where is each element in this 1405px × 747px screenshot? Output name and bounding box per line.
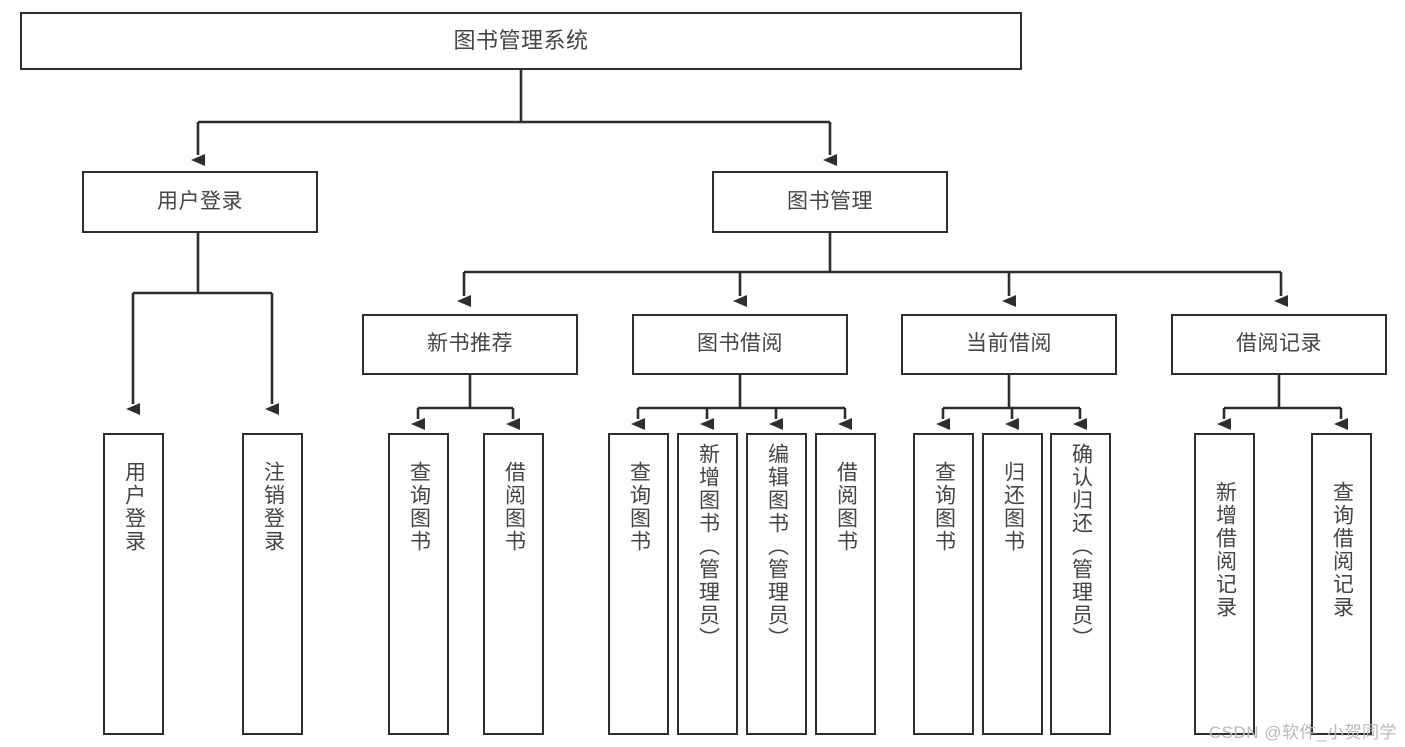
leaf-records-query-record[interactable]: 查询借阅记录 bbox=[1311, 433, 1372, 735]
node-label: 新增借阅记录 bbox=[1213, 481, 1237, 619]
node-new-book-recommend[interactable]: 新书推荐 bbox=[362, 314, 578, 375]
node-current-borrow[interactable]: 当前借阅 bbox=[901, 314, 1117, 375]
node-book-borrow[interactable]: 图书借阅 bbox=[632, 314, 848, 375]
node-label: 编辑图书（管理员） bbox=[765, 443, 789, 650]
leaf-current-query-book[interactable]: 查询图书 bbox=[913, 433, 974, 735]
leaf-user-login-logout[interactable]: 注销登录 bbox=[242, 433, 303, 735]
leaf-current-confirm-return-admin[interactable]: 确认归还（管理员） bbox=[1050, 433, 1111, 735]
leaf-user-login-login[interactable]: 用户登录 bbox=[103, 433, 164, 735]
node-borrow-records[interactable]: 借阅记录 bbox=[1171, 314, 1387, 375]
node-label: 图书管理系统 bbox=[453, 28, 589, 54]
node-label: 归还图书 bbox=[1001, 461, 1025, 553]
node-label: 借阅图书 bbox=[834, 461, 858, 553]
leaf-records-add-record[interactable]: 新增借阅记录 bbox=[1194, 433, 1255, 735]
node-label: 查询借阅记录 bbox=[1330, 481, 1354, 619]
watermark: CSDN @软件_小贺同学 bbox=[1208, 723, 1397, 742]
node-label: 查询图书 bbox=[627, 461, 651, 553]
leaf-borrow-add-book-admin[interactable]: 新增图书（管理员） bbox=[677, 433, 738, 735]
node-label: 用户登录 bbox=[122, 461, 146, 553]
leaf-borrow-edit-book-admin[interactable]: 编辑图书（管理员） bbox=[746, 433, 807, 735]
node-label: 查询图书 bbox=[932, 461, 956, 553]
node-root-system[interactable]: 图书管理系统 bbox=[20, 12, 1022, 70]
node-label: 注销登录 bbox=[261, 461, 285, 553]
leaf-current-return-book[interactable]: 归还图书 bbox=[982, 433, 1043, 735]
leaf-borrow-query-book[interactable]: 查询图书 bbox=[608, 433, 669, 735]
node-label: 新书推荐 bbox=[427, 332, 513, 356]
node-label: 确认归还（管理员） bbox=[1069, 443, 1093, 650]
node-user-login[interactable]: 用户登录 bbox=[82, 171, 318, 233]
node-label: 图书借阅 bbox=[697, 332, 783, 356]
node-label: 借阅图书 bbox=[502, 461, 526, 553]
leaf-new-book-borrow[interactable]: 借阅图书 bbox=[483, 433, 544, 735]
node-label: 图书管理 bbox=[787, 189, 873, 213]
node-label: 新增图书（管理员） bbox=[696, 443, 720, 650]
node-label: 用户登录 bbox=[157, 189, 243, 213]
node-book-management[interactable]: 图书管理 bbox=[712, 171, 948, 233]
leaf-borrow-borrow-book[interactable]: 借阅图书 bbox=[815, 433, 876, 735]
node-label: 借阅记录 bbox=[1236, 332, 1322, 356]
node-label: 查询图书 bbox=[407, 461, 431, 553]
node-label: 当前借阅 bbox=[966, 332, 1052, 356]
leaf-new-book-query[interactable]: 查询图书 bbox=[388, 433, 449, 735]
